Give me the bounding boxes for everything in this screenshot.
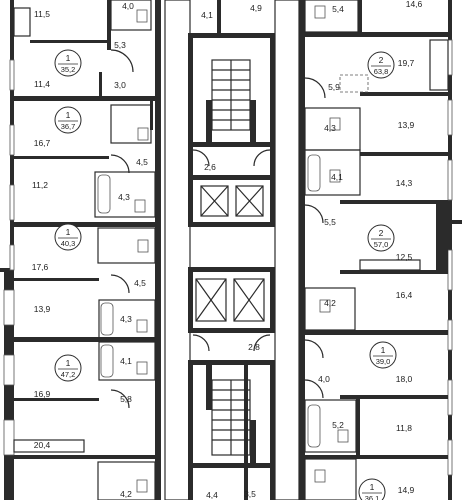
apartment-total-area: 57,0 [374,240,389,249]
room-area-label: 19,7 [398,58,415,68]
apartment-badge: 139,0 [369,341,397,369]
room-area-label: 4,3 [324,123,336,133]
right-wing-walls [299,0,462,500]
apartment-room-count: 1 [66,358,71,368]
left-wing-walls [0,0,161,500]
room-area-label: 3,5 [244,489,256,499]
apartment-badge-circle [367,51,395,79]
room-area-label: 11,2 [32,180,48,190]
apartment-badge-circle [54,223,82,251]
room-area-label: 17,6 [32,262,49,272]
room-area-label: 16,4 [396,290,413,300]
apartment-total-area: 47,2 [61,370,76,379]
apartment-room-count: 1 [381,345,386,355]
room-area-label: 4,4 [206,490,218,500]
room-area-label: 4,3 [120,314,132,324]
room-area-label: 4,1 [331,172,343,182]
apartment-badge: 147,2 [54,354,82,382]
room-area-label: 5,2 [332,420,344,430]
apartment-badge: 140,3 [54,223,82,251]
apartment-room-count: 2 [379,55,384,65]
room-area-label: 4,2 [120,489,132,499]
room-area-label: 5,8 [120,394,132,404]
room-area-label: 13,9 [398,120,415,130]
apartment-total-area: 40,3 [61,239,76,248]
room-area-label: 14,6 [406,0,423,9]
core-walls [164,0,300,500]
room-area-label: 5,4 [332,4,344,14]
core-stairs-and-lifts [192,59,271,456]
apartment-room-count: 2 [379,228,384,238]
apartment-total-area: 39,0 [376,357,391,366]
left-wing-fixtures [13,0,156,500]
room-area-label: 3,0 [114,80,126,90]
room-area-label: 14,9 [398,485,415,495]
apartment-badge-circle [54,106,82,134]
room-area-label: 11,5 [34,9,50,19]
room-area-label: 11,8 [396,423,412,433]
room-area-label: 4,1 [201,10,213,20]
apartment-badge-circle [367,224,395,252]
room-area-label: 5,9 [328,82,340,92]
room-area-label: 4,5 [136,157,148,167]
apartment-total-area: 35,2 [61,65,76,74]
room-area-label: 2,8 [248,342,260,352]
room-area-label: 4,5 [134,278,146,288]
room-area-label: 11,4 [34,79,50,89]
apartment-room-count: 1 [66,110,71,120]
room-area-label: 14,3 [396,178,413,188]
apartment-badge-circle [369,341,397,369]
room-area-label: 18,0 [396,374,413,384]
room-area-label: 5,5 [324,217,336,227]
room-area-label: 4,9 [250,3,262,13]
apartment-total-area: 36,7 [61,122,76,131]
room-area-label: 4,3 [118,192,130,202]
apartment-badge: 257,0 [367,224,395,252]
apartment-room-count: 1 [66,227,71,237]
apartment-room-count: 1 [66,53,71,63]
room-area-label: 2,6 [204,162,216,172]
apartment-total-area: 63,8 [374,67,389,76]
apartment-badge-circle [54,49,82,77]
apartment-badge: 136,7 [54,106,82,134]
room-area-label: 16,9 [34,389,51,399]
right-wing-fixtures [304,0,449,500]
room-area-label: 20,4 [34,440,51,450]
room-area-label: 16,7 [34,138,51,148]
apartment-badge-circle [54,354,82,382]
room-area-label: 4,1 [120,356,132,366]
room-area-label: 5,3 [114,40,126,50]
room-area-label: 4,0 [318,374,330,384]
apartment-room-count: 1 [370,482,375,492]
room-area-label: 13,9 [34,304,51,314]
room-area-label: 4,2 [324,298,336,308]
room-area-label: 12,5 [396,252,413,262]
apartment-badge: 136,1 [358,478,386,500]
apartment-total-area: 36,1 [365,494,380,500]
apartment-badge-circle [358,478,386,500]
room-area-label: 4,0 [122,1,134,11]
apartment-badge: 135,2 [54,49,82,77]
apartment-badge: 263,8 [367,51,395,79]
